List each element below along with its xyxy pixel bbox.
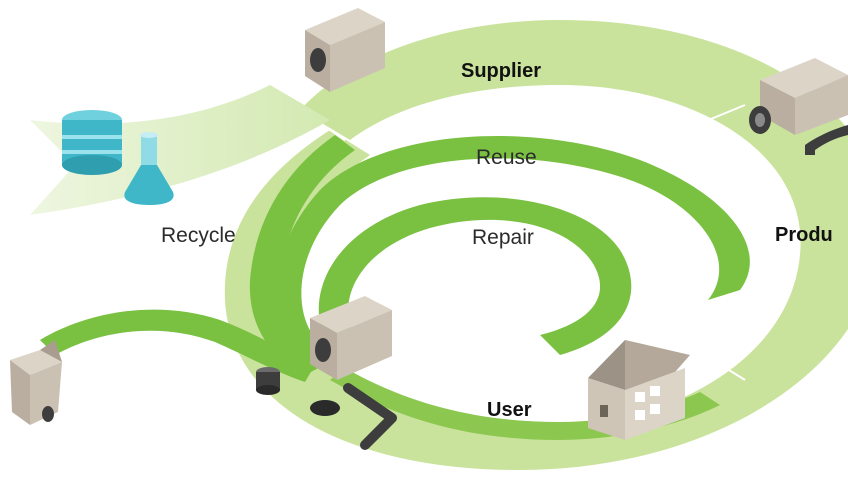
stage-label-user: User <box>487 399 532 421</box>
waste-bin-icon <box>10 340 62 425</box>
stage-label-supplier: Supplier <box>461 60 542 82</box>
flask-icon <box>124 132 174 205</box>
repair-loop <box>318 197 632 355</box>
loop-label-reuse: Reuse <box>476 146 537 169</box>
ring-divider-producer-top <box>659 104 746 141</box>
barrel-icon <box>62 110 122 175</box>
camera-icon <box>749 58 848 155</box>
waste-stream <box>40 309 315 382</box>
stage-label-producer: Produ <box>775 224 833 246</box>
box-icon <box>305 8 385 92</box>
ring-divider-producer-bottom <box>664 329 746 381</box>
loop-label-repair: Repair <box>472 226 534 249</box>
center-box-icon <box>310 296 392 380</box>
house-icon <box>588 340 690 440</box>
supply-tail <box>30 85 330 215</box>
cable-icon <box>256 367 397 450</box>
loop-label-recycle: Recycle <box>161 224 236 247</box>
